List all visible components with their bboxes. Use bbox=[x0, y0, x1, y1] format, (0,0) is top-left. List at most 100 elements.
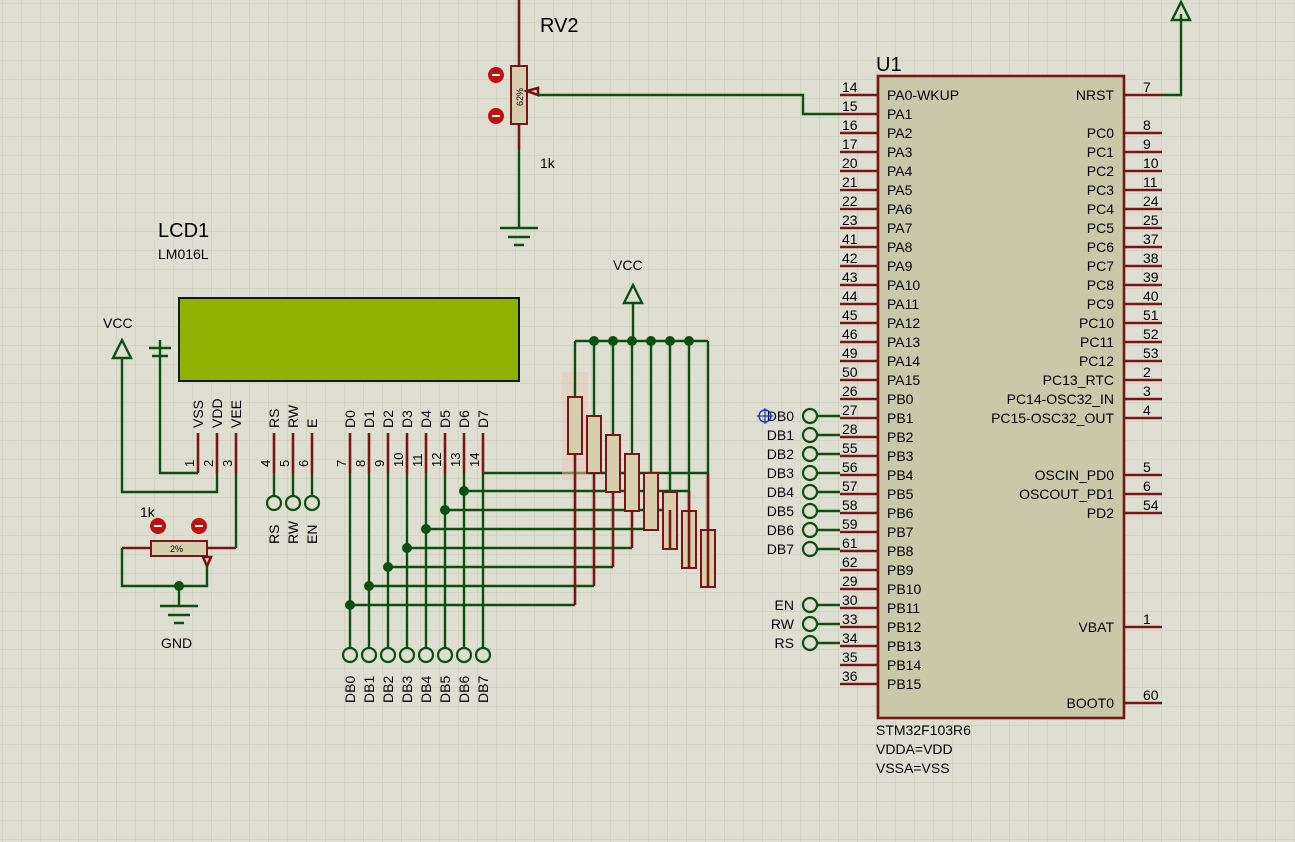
terminal-rs[interactable]: RS bbox=[265, 473, 283, 544]
lcd-pin-rs[interactable]: RS4 bbox=[258, 409, 282, 473]
mcu-terminal-db1[interactable]: DB1 bbox=[767, 426, 840, 444]
mcu-terminal-db0[interactable]: DB0 bbox=[767, 407, 840, 425]
mcu-terminal-db4[interactable]: DB4 bbox=[767, 483, 840, 501]
terminal-db0[interactable]: DB0 bbox=[341, 473, 575, 703]
rv2-potentiometer[interactable]: RV2 62% 1k bbox=[488, 0, 840, 247]
lcd-pin-d1[interactable]: D18 bbox=[353, 410, 377, 473]
mcu-terminal-rw[interactable]: RW bbox=[771, 615, 840, 633]
u1-body[interactable] bbox=[876, 74, 1126, 720]
pullup-resistor[interactable] bbox=[681, 336, 697, 569]
nrst-power-terminal[interactable] bbox=[1162, 0, 1192, 97]
pullup-resistor[interactable] bbox=[662, 336, 678, 550]
pullup-resistor[interactable] bbox=[567, 341, 583, 605]
pullup-resistor[interactable] bbox=[643, 336, 659, 531]
pullup-resistor[interactable] bbox=[700, 341, 716, 588]
pullup-resistor[interactable] bbox=[605, 336, 621, 567]
lcd-pin-d0[interactable]: D07 bbox=[334, 410, 358, 473]
mcu-terminal-db2[interactable]: DB2 bbox=[767, 445, 840, 463]
pullup-vcc-terminal[interactable]: VCC bbox=[613, 257, 644, 341]
mcu-terminal-en[interactable]: EN bbox=[775, 596, 840, 614]
lcd-pin-d2[interactable]: D29 bbox=[372, 410, 396, 473]
rv1-potentiometer[interactable]: 1k 2% bbox=[120, 473, 238, 605]
lcd-pin-rw[interactable]: RW5 bbox=[277, 404, 301, 473]
lcd-vcc-terminal[interactable]: VCC bbox=[103, 315, 219, 494]
mcu-terminal-db7[interactable]: DB7 bbox=[767, 540, 840, 558]
terminal-rw[interactable]: RW bbox=[284, 473, 302, 544]
mcu-terminal-db6[interactable]: DB6 bbox=[767, 521, 840, 539]
lcd1-display[interactable]: LCD1 LM016L VSS1VDD2VEE3RS4RW5E6D07D18D2… bbox=[158, 220, 520, 473]
terminal-en[interactable]: EN bbox=[303, 473, 321, 544]
pullup-resistor[interactable] bbox=[586, 336, 602, 586]
lcd-pin-e[interactable]: E6 bbox=[296, 419, 320, 473]
mcu-terminal-db5[interactable]: DB5 bbox=[767, 502, 840, 520]
mcu-terminal-rs[interactable]: RS bbox=[775, 634, 840, 652]
pullup-resistor[interactable] bbox=[624, 336, 640, 548]
mcu-terminal-db3[interactable]: DB3 bbox=[767, 464, 840, 482]
